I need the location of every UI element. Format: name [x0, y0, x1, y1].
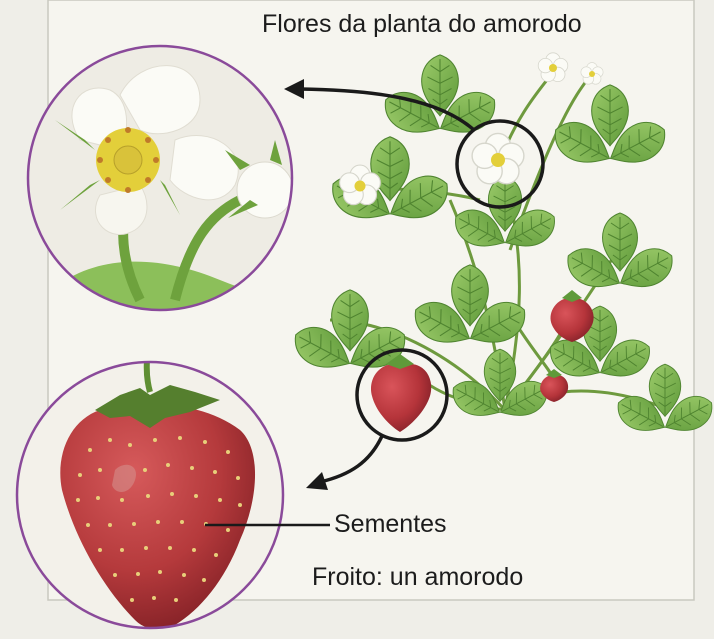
flowers-label: Flores da planta do amorodo	[262, 10, 582, 39]
magnified-strawberry-circle	[17, 360, 283, 629]
seeds-label: Sementes	[334, 510, 447, 539]
fruit-label: Froito: un amorodo	[312, 563, 523, 592]
